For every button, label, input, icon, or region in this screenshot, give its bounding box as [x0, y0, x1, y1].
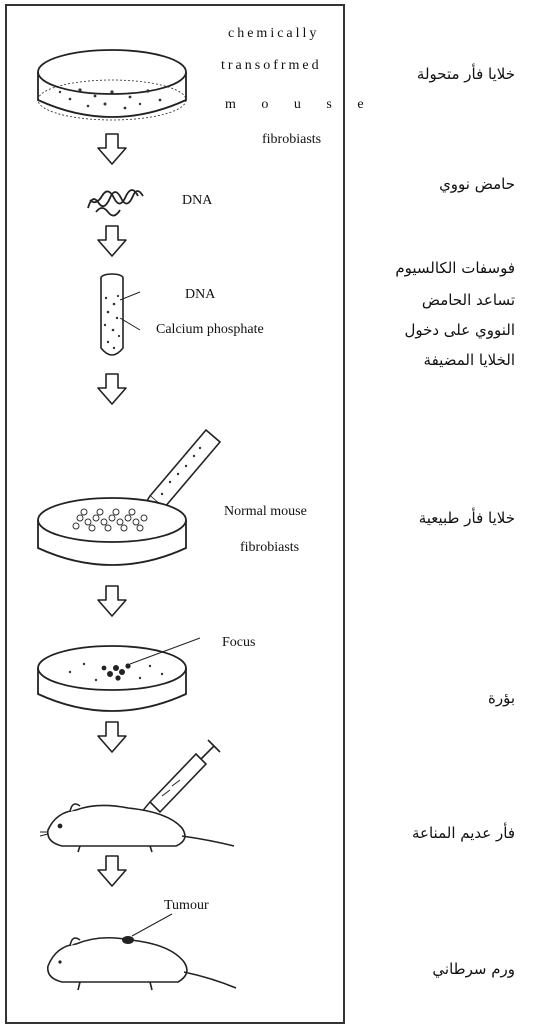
- arabic-label-step3-line3: النووي على دخول: [404, 318, 515, 343]
- label-focus: Focus: [222, 635, 255, 651]
- arabic-label-step3-line4: الخلايا المضيفة: [424, 348, 515, 373]
- arabic-label-step7: ورم سرطاني: [432, 957, 515, 982]
- label-source-line3: m o u s e: [225, 97, 375, 113]
- test-tube-icon: [101, 274, 140, 355]
- label-calcium-phosphate: Calcium phosphate: [156, 322, 264, 338]
- down-arrow-3: [98, 374, 126, 404]
- arabic-label-step1: خلايا فأر متحولة: [417, 62, 515, 87]
- label-tumour: Tumour: [164, 898, 209, 914]
- label-source-line1: chemically: [228, 26, 319, 42]
- arabic-label-step3-line1: فوسفات الكالسيوم: [395, 256, 515, 281]
- petri-dish-transformed: [38, 50, 186, 120]
- down-arrow-5: [98, 722, 126, 752]
- label-tube-dna: DNA: [185, 287, 215, 303]
- down-arrow-2: [98, 226, 126, 256]
- petri-dish-normal: [38, 498, 186, 565]
- down-arrow-1: [98, 134, 126, 164]
- arabic-label-step4: خلايا فأر طبيعية: [419, 506, 515, 531]
- petri-dish-focus: [38, 638, 200, 711]
- down-arrow-6: [98, 856, 126, 886]
- label-dna: DNA: [182, 193, 212, 209]
- nude-mouse-icon: [40, 804, 234, 852]
- label-source-line4: fibrobiasts: [262, 132, 321, 148]
- down-arrow-4: [98, 586, 126, 616]
- arabic-label-step3-line2: تساعد الحامض: [422, 288, 515, 313]
- arabic-label-step5: بؤرة: [488, 686, 515, 711]
- label-normal-line1: Normal mouse: [224, 504, 307, 520]
- arabic-label-step2: حامض نووي: [439, 172, 515, 197]
- syringe-icon: [140, 740, 220, 814]
- tumour-mouse-icon: [48, 914, 236, 990]
- label-source-line2: transofrmed: [221, 58, 322, 74]
- label-normal-line2: fibrobiasts: [240, 540, 299, 556]
- arabic-label-step6: فأر عديم المناعة: [412, 821, 515, 846]
- dna-strand-icon: [88, 190, 143, 216]
